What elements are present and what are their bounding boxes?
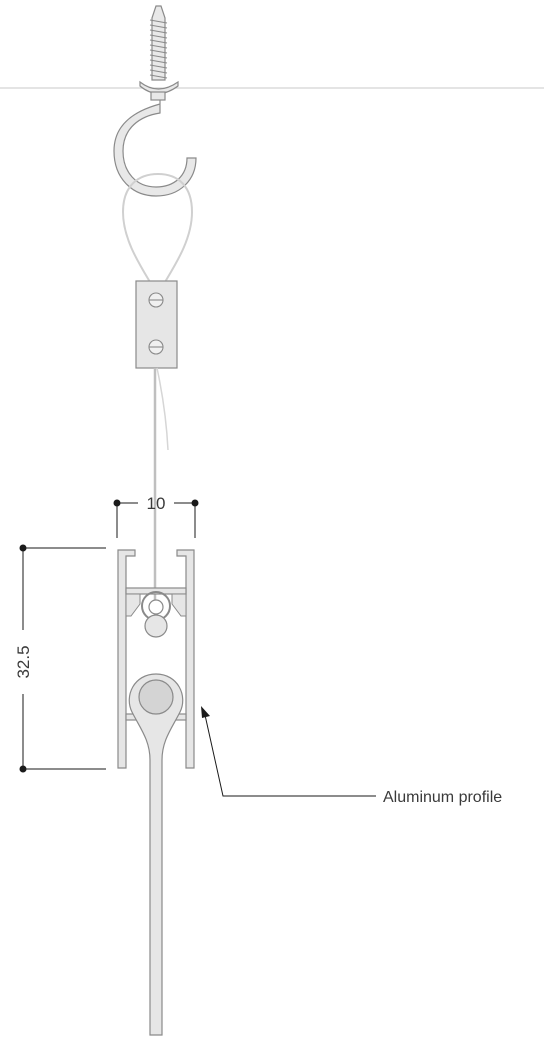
width-dimension — [113, 499, 199, 538]
cable-gripper-block — [135, 280, 178, 369]
height-dimension-label: 32.5 — [14, 645, 33, 678]
height-dimension — [19, 544, 106, 773]
cable-loop — [121, 172, 194, 283]
arrowhead-icon — [201, 706, 210, 718]
profile-callout-label: Aluminum profile — [383, 789, 502, 806]
screw-head-icon — [148, 339, 164, 355]
hanging-rod — [128, 673, 184, 1036]
cable-tail — [156, 367, 169, 451]
width-dimension-label: 10 — [147, 494, 166, 513]
screw-head-icon — [148, 292, 164, 308]
profile-callout-leader — [201, 706, 376, 797]
cable-stop — [141, 591, 171, 638]
screw-hook — [113, 5, 197, 197]
